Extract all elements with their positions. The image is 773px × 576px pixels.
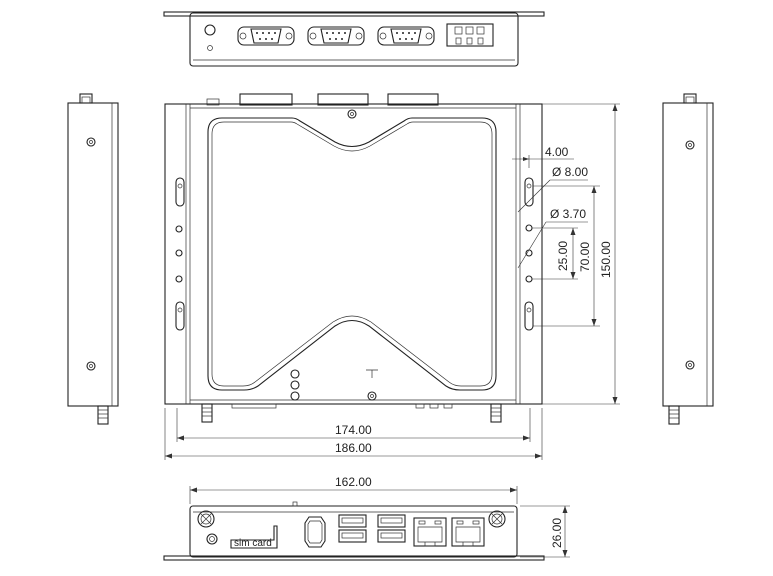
serial-port-1 [237, 26, 295, 46]
heatsink-outline [207, 117, 497, 391]
dimension-lines [164, 103, 620, 460]
antenna-connector-icon [197, 510, 215, 528]
usb-port-3 [377, 514, 406, 528]
dim-hole-small: Ø 3.70 [550, 207, 586, 221]
antenna-connector-icon [201, 403, 213, 423]
screw-icon [685, 140, 695, 150]
serial-port-3 [377, 26, 435, 46]
front-dimension-lines: 162.00 26.00 [189, 475, 570, 558]
keyhole-icon [524, 177, 534, 207]
sim-card-slot: sim card [230, 525, 278, 549]
ground-screw-icon [204, 24, 216, 36]
antenna-connector-icon [668, 405, 680, 425]
power-terminal-block [446, 23, 494, 47]
led-icon [290, 369, 300, 379]
top-view [164, 93, 543, 423]
dim-width-outer: 186.00 [335, 441, 372, 455]
usb-port-2 [338, 529, 367, 543]
keyhole-icon [175, 177, 185, 207]
led-icon [290, 380, 300, 390]
dimension-labels: 4.00 Ø 8.00 Ø 3.70 25.00 70.00 150.00 17… [335, 145, 613, 455]
screw-icon [86, 361, 96, 371]
rear-view [163, 11, 545, 67]
hdmi-port [304, 516, 326, 548]
dim-front-width: 162.00 [335, 475, 372, 489]
dim-spacing-small: 25.00 [556, 241, 570, 271]
screw-icon [685, 360, 695, 370]
antenna-connector-icon [488, 510, 506, 528]
usb-port-4 [377, 529, 406, 543]
dim-spacing-mount: 70.00 [578, 242, 592, 272]
right-side-view [662, 93, 714, 425]
front-view: sim card [163, 501, 545, 561]
antenna-connector-icon [490, 403, 502, 423]
screw-icon [86, 137, 96, 147]
screw-icon [367, 391, 377, 401]
led-icon [290, 391, 300, 401]
lan-port-1 [413, 517, 447, 547]
dim-offset: 4.00 [545, 145, 569, 159]
screw-icon [347, 109, 357, 119]
usb-port-1 [338, 514, 367, 528]
antenna-connector-icon [97, 405, 109, 425]
keyhole-icon [524, 301, 534, 331]
keyhole-icon [175, 301, 185, 331]
dim-height: 26.00 [550, 518, 564, 548]
dim-width-inner: 174.00 [335, 423, 372, 437]
lan-port-2 [451, 517, 485, 547]
power-button-icon [206, 533, 218, 545]
dim-hole-large: Ø 8.00 [552, 165, 588, 179]
dim-depth: 150.00 [599, 241, 613, 278]
sim-card-label: sim card [234, 538, 272, 549]
serial-port-2 [307, 26, 365, 46]
left-side-view [67, 93, 119, 425]
